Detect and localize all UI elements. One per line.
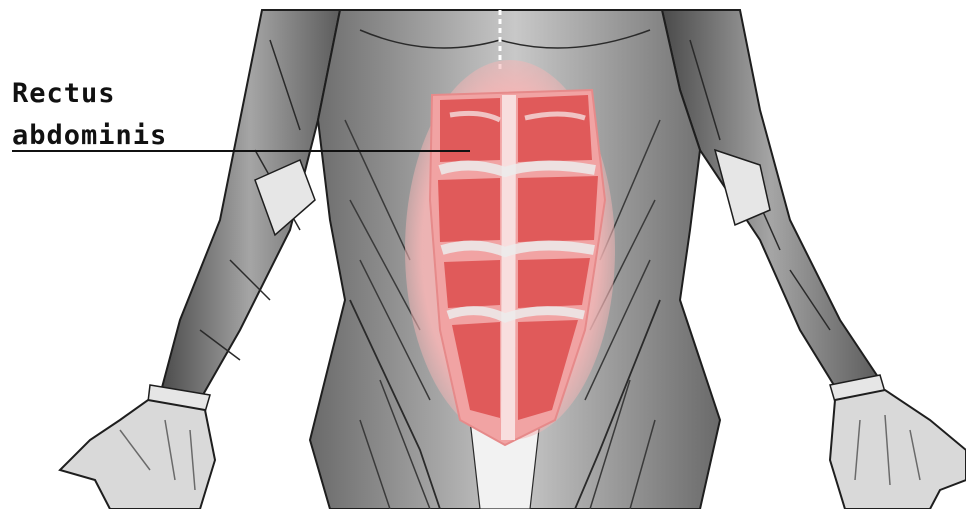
right-hand — [830, 390, 966, 509]
left-arm — [148, 10, 340, 412]
label-abdominis: abdominis — [12, 120, 167, 151]
left-hand — [60, 400, 215, 509]
label-rectus: Rectus — [12, 78, 116, 109]
